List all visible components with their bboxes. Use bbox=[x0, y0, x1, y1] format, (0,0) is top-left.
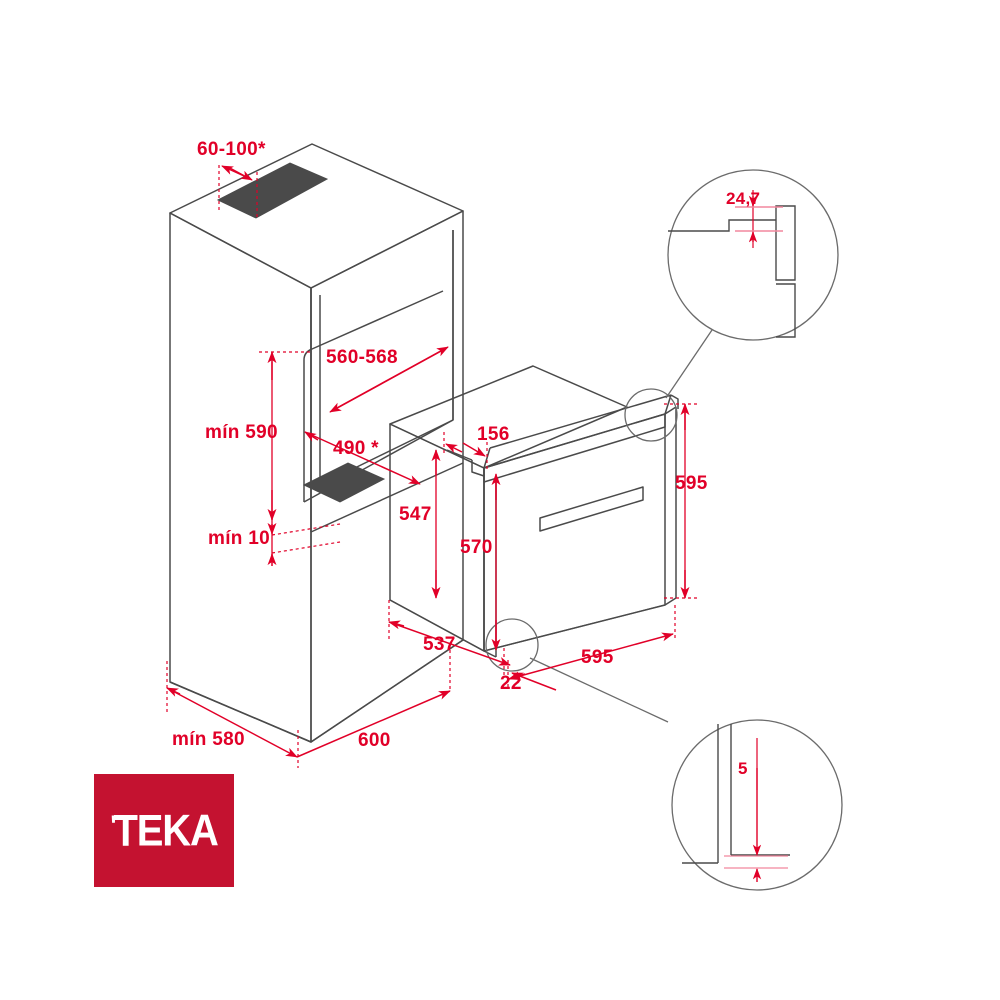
oven-bottom-face bbox=[389, 599, 666, 652]
dim-label-cabinet-depth: 600 bbox=[358, 730, 391, 751]
dim-label-oven-front-height: 595 bbox=[675, 473, 708, 494]
dim-label-top-vent: 60-100* bbox=[197, 139, 266, 160]
dim-label-niche-width: 560-568 bbox=[326, 347, 398, 368]
detail-view-bottom bbox=[671, 719, 843, 891]
oven-top-face bbox=[389, 365, 628, 469]
cabinet-shelf-front-edge bbox=[170, 470, 311, 532]
teka-logo-text: 'TEKA bbox=[110, 805, 219, 856]
dim-niche-depth bbox=[304, 431, 421, 485]
oven-side-notch bbox=[471, 460, 485, 477]
dim-label-oven-front-width: 595 bbox=[581, 647, 614, 668]
detail-top-step-profile bbox=[668, 219, 776, 232]
detail-view-top bbox=[667, 169, 839, 341]
detail-top-panel-upper bbox=[775, 205, 796, 281]
callout-marker-top bbox=[624, 388, 678, 442]
dim-oven-body-depth bbox=[388, 600, 511, 666]
dim-label-plinth-gap: mín 10 bbox=[208, 528, 270, 549]
dim-oven-top-offset bbox=[443, 432, 488, 470]
dim-label-oven-overhang: 22 bbox=[500, 673, 522, 694]
callout-leader-top bbox=[665, 329, 713, 399]
dim-niche-width bbox=[329, 346, 449, 413]
callout-leader-bottom bbox=[529, 657, 669, 723]
dim-label-detail-top-gap: 24,7 bbox=[726, 189, 761, 208]
dim-plinth-gap bbox=[267, 522, 341, 566]
oven-unit bbox=[389, 365, 679, 658]
dim-label-oven-top-offset: 156 bbox=[477, 424, 510, 445]
cabinet-column bbox=[169, 143, 464, 743]
cabinet-shelf-edge bbox=[310, 462, 464, 533]
detail-top-panel-lower bbox=[776, 283, 796, 338]
dim-label-oven-cavity-height: 570 bbox=[460, 537, 493, 558]
oven-handle-rail bbox=[483, 413, 666, 483]
teka-logo-wordmark: TEKA bbox=[113, 805, 219, 856]
teka-logo: 'TEKA bbox=[94, 774, 234, 887]
dim-label-cabinet-width: mín 580 bbox=[172, 729, 245, 750]
detail-circle-bottom bbox=[671, 719, 843, 891]
dim-top-vent bbox=[218, 165, 258, 220]
oven-door-panel bbox=[483, 413, 666, 652]
callout-marker-bottom bbox=[485, 618, 539, 672]
oven-front-top-right-bevel bbox=[664, 406, 677, 415]
dim-cabinet-width bbox=[166, 661, 299, 768]
oven-handle-rail-top-edge bbox=[489, 394, 672, 449]
oven-handle-cap bbox=[670, 394, 679, 409]
cabinet-top-face bbox=[169, 143, 464, 289]
oven-front-bottom-left-bevel bbox=[483, 650, 497, 658]
niche-top-jamb bbox=[303, 290, 444, 361]
dim-label-detail-bottom-gap: 5 bbox=[738, 759, 748, 778]
detail-circle-top bbox=[667, 169, 839, 341]
cabinet-bottom-face bbox=[169, 639, 464, 743]
dim-label-oven-body-height: 547 bbox=[399, 504, 432, 525]
oven-front-bottom-right-bevel bbox=[664, 597, 677, 606]
oven-control-strip bbox=[539, 486, 644, 532]
niche-vent-slot bbox=[302, 462, 386, 503]
oven-handle-rail-left-bevel bbox=[483, 447, 491, 469]
dim-label-niche-depth: 490 * bbox=[333, 438, 379, 459]
dim-oven-front-height bbox=[664, 403, 700, 599]
dim-cabinet-depth bbox=[296, 650, 451, 758]
dim-label-oven-body-depth: 537 bbox=[423, 634, 456, 655]
dim-label-niche-height: mín 590 bbox=[205, 422, 278, 443]
dim-oven-overhang bbox=[503, 648, 557, 691]
cabinet-front-face bbox=[169, 212, 312, 743]
top-vent-slot bbox=[216, 162, 329, 219]
